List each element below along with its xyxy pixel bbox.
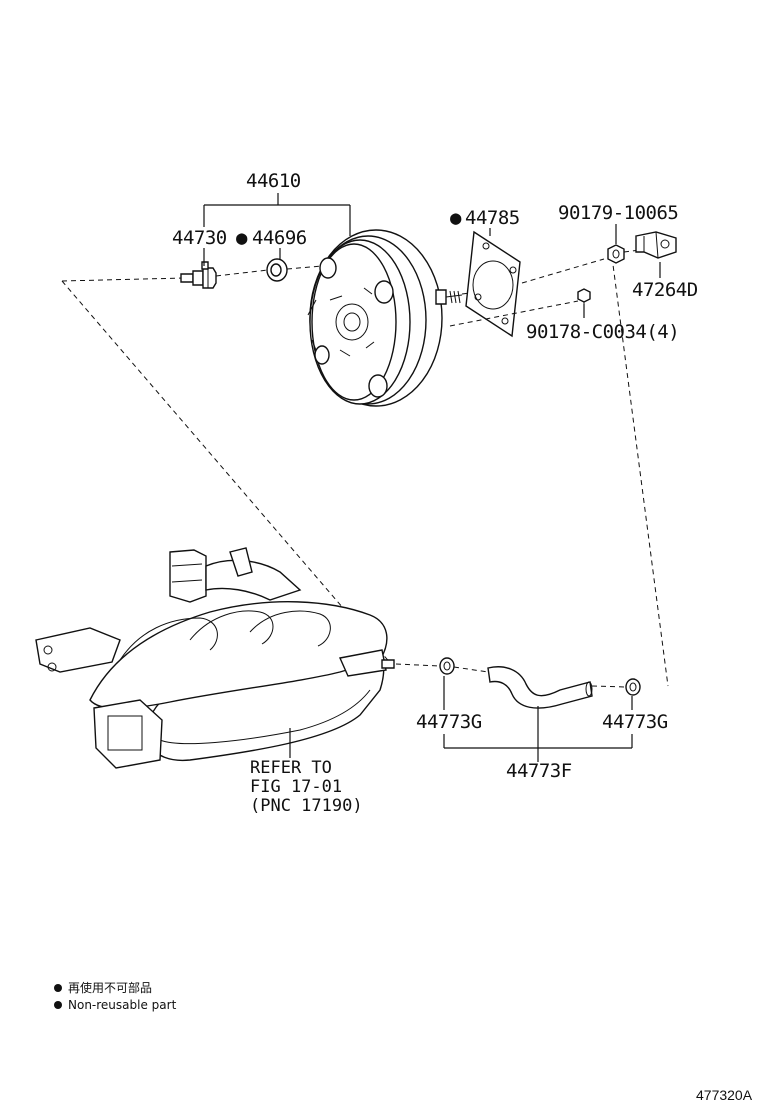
reference-line-2[interactable]: FIG 17-01 bbox=[250, 777, 342, 797]
label-clip-left[interactable]: 44773G bbox=[416, 711, 482, 733]
clip-right-part bbox=[591, 678, 641, 696]
illustration-code: 477320A bbox=[696, 1087, 753, 1103]
legend-japanese: 再使用不可部品 bbox=[68, 980, 152, 995]
part-number-labels: 44610 44730 ● 44696 ● 44785 90179-10065 … bbox=[172, 170, 698, 782]
label-clip-right[interactable]: 44773G bbox=[602, 711, 668, 733]
label-bracket[interactable]: 47264D bbox=[632, 279, 698, 301]
check-valve-part bbox=[180, 261, 269, 289]
reference-line-1[interactable]: REFER TO bbox=[250, 758, 332, 778]
legend: 再使用不可部品 Non-reusable part bbox=[54, 980, 177, 1012]
label-gasket[interactable]: 44785 bbox=[465, 207, 520, 229]
intake-manifold-part bbox=[35, 547, 441, 769]
reference-line-3[interactable]: (PNC 17190) bbox=[250, 796, 363, 816]
legend-english: Non-reusable part bbox=[68, 998, 177, 1012]
legend-bullet-icon bbox=[54, 984, 62, 992]
leader-lines bbox=[203, 193, 661, 762]
label-check-valve[interactable]: 44730 bbox=[172, 227, 227, 249]
legend-bullet-icon bbox=[54, 1001, 62, 1009]
gasket-part bbox=[449, 230, 605, 338]
vacuum-hose-part bbox=[487, 666, 593, 709]
brake-booster-part bbox=[307, 229, 479, 407]
nut-part bbox=[607, 244, 641, 264]
grommet-part bbox=[266, 258, 323, 282]
reference-note: REFER TO FIG 17-01 (PNC 17190) bbox=[250, 758, 363, 816]
label-booster-assy[interactable]: 44610 bbox=[246, 170, 301, 192]
label-bolt[interactable]: 90178-C0034(4) bbox=[526, 321, 680, 343]
non-reusable-marker-grommet: ● bbox=[236, 227, 248, 249]
label-grommet[interactable]: 44696 bbox=[252, 227, 307, 249]
label-hose[interactable]: 44773F bbox=[506, 760, 572, 782]
non-reusable-marker-gasket: ● bbox=[450, 207, 462, 229]
reference-dashed-lines bbox=[61, 256, 669, 687]
bracket-part bbox=[635, 231, 677, 259]
clip-left-part bbox=[439, 657, 489, 675]
label-nut[interactable]: 90179-10065 bbox=[558, 202, 679, 224]
